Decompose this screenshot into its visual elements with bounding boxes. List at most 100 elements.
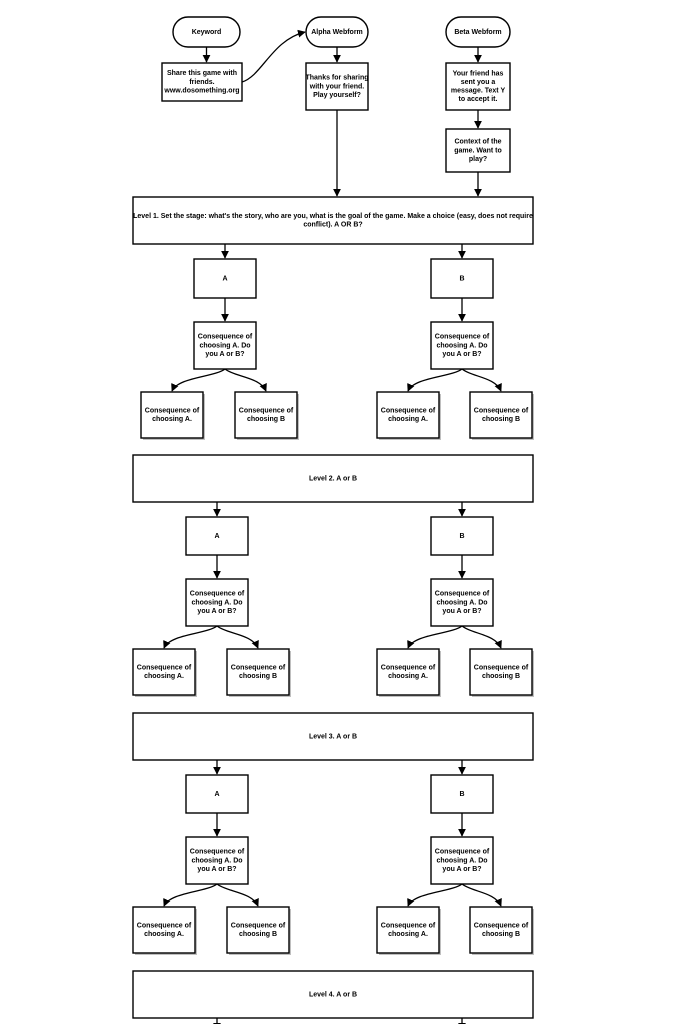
level2-b-edge-followup-to-leaf-a	[407, 625, 463, 649]
level-3-box-text: Level 3. A or B	[309, 733, 357, 740]
level2-b-leaf-a-box-text: choosing A.	[388, 673, 428, 680]
friend-message-box-text: message. Text Y	[451, 88, 506, 95]
level3-b-leaf-b-box-text: Consequence of	[474, 923, 529, 930]
level2-a-followup-box-text: Consequence of	[190, 591, 245, 598]
friend-message-box-text: Your friend has	[453, 70, 504, 77]
level3-b-edge-followup-to-leaf-a	[407, 883, 463, 907]
level2-b-leaf-b-box-text: Consequence of	[474, 665, 529, 672]
level2-a-leaf-b-box-text: Consequence of	[231, 665, 286, 672]
level3-b-choice-box-text: B	[459, 791, 464, 798]
start-keyword: Keyword	[172, 16, 241, 48]
level1-b-followup-box-text: Consequence of	[435, 334, 490, 341]
level1-b-leaf-b-box-text: Consequence of	[474, 408, 529, 415]
level2-a-leaf-a-box-text: choosing A.	[144, 673, 184, 680]
level-1-box: Level 1. Set the stage: what's the story…	[132, 196, 534, 245]
share-game-box: Share this game withfriends.www.dosometh…	[161, 62, 243, 102]
level-2-box: Level 2. A or B	[132, 454, 534, 503]
level1-a-followup-box-text: Consequence of	[198, 334, 253, 341]
level3-b-edge-followup-to-leaf-b	[461, 883, 502, 907]
start-beta-webform-text: Beta Webform	[454, 29, 501, 36]
share-game-box-text: www.dosomething.org	[163, 87, 239, 94]
level2-a-edge-followup-to-leaf-b	[216, 625, 259, 649]
level2-a-leaf-a-box-text: Consequence of	[137, 665, 192, 672]
level1-b-followup-box-text: choosing A. Do	[436, 342, 487, 349]
start-beta-webform: Beta Webform	[445, 16, 511, 48]
level3-b-followup-box-text: Consequence of	[435, 849, 490, 856]
game-context-box-text: game. Want to	[454, 147, 502, 154]
level2-b-choice-box-text: B	[459, 533, 464, 540]
level2-b-followup-box-text: you A or B?	[442, 608, 481, 615]
level1-a-choice-box: A	[193, 258, 257, 299]
level3-b-followup-box-text: choosing A. Do	[436, 857, 487, 864]
level3-a-edge-followup-to-leaf-a	[163, 883, 218, 907]
level1-b-leaf-a-box-text: choosing A.	[388, 416, 428, 423]
level1-a-followup-box-text: you A or B?	[205, 351, 244, 358]
level1-a-leaf-b-box-text: Consequence of	[239, 408, 294, 415]
level3-a-followup-box-text: choosing A. Do	[191, 857, 242, 864]
level3-a-leaf-b-box-text: Consequence of	[231, 923, 286, 930]
level-4-box: Level 4. A or B	[132, 970, 534, 1019]
start-keyword-text: Keyword	[192, 29, 222, 36]
level1-a-edge-followup-to-leaf-b	[224, 368, 267, 392]
level3-a-followup-box-text: you A or B?	[197, 866, 236, 873]
level3-b-leaf-a-box-text: Consequence of	[381, 923, 436, 930]
level3-a-followup-box-text: Consequence of	[190, 849, 245, 856]
level-4-box-text: Level 4. A or B	[309, 991, 357, 998]
level2-b-edge-followup-to-leaf-b	[461, 625, 502, 649]
thanks-sharing-box-text: Thanks for sharing	[305, 75, 368, 82]
level3-b-leaf-b-box-text: choosing B	[482, 931, 520, 938]
level2-a-choice-box: A	[185, 516, 249, 556]
level1-b-leaf-b-box-text: choosing B	[482, 416, 520, 423]
level2-b-choice-box: B	[430, 516, 494, 556]
level2-b-followup-box-text: choosing A. Do	[436, 599, 487, 606]
level1-b-choice-box: B	[430, 258, 494, 299]
level1-b-edge-followup-to-leaf-a	[407, 368, 463, 392]
level3-b-leaf-a-box-text: choosing A.	[388, 931, 428, 938]
level3-a-edge-followup-to-leaf-b	[216, 883, 259, 907]
level-1-box-text: conflict). A OR B?	[303, 222, 362, 229]
level1-a-followup-box-text: choosing A. Do	[199, 342, 250, 349]
level2-b-followup-box-text: Consequence of	[435, 591, 490, 598]
level2-a-leaf-b-box-text: choosing B	[239, 673, 277, 680]
share-game-box-text: friends.	[189, 79, 214, 86]
level1-b-choice-box-text: B	[459, 275, 464, 282]
level3-b-followup-box-text: you A or B?	[442, 866, 481, 873]
level3-a-choice-box-text: A	[214, 791, 219, 798]
friend-message-box-text: sent you a	[461, 79, 496, 86]
level3-b-choice-box: B	[430, 774, 494, 814]
level-1-box-text: Level 1. Set the stage: what's the story…	[133, 213, 533, 220]
game-context-box-text: play?	[469, 156, 487, 163]
game-context-box-text: Context of the	[454, 139, 501, 146]
level2-b-leaf-a-box-text: Consequence of	[381, 665, 436, 672]
level1-b-followup-box-text: you A or B?	[442, 351, 481, 358]
edge-share-to-alpha	[241, 29, 306, 83]
level1-a-leaf-a-box-text: Consequence of	[145, 408, 200, 415]
level1-a-leaf-a-box-text: choosing A.	[152, 416, 192, 423]
friend-message-box: Your friend has sent you a message. Text Y…	[445, 62, 511, 111]
level3-a-choice-box: A	[185, 774, 249, 814]
level2-a-choice-box-text: A	[214, 533, 219, 540]
level1-a-leaf-b-box-text: choosing B	[247, 416, 285, 423]
level1-b-leaf-a-box-text: Consequence of	[381, 408, 436, 415]
friend-message-box-text: to accept it.	[459, 96, 498, 103]
level3-a-leaf-b-box-text: choosing B	[239, 931, 277, 938]
start-alpha-webform: Alpha Webform	[305, 16, 369, 48]
start-alpha-webform-text: Alpha Webform	[311, 29, 363, 36]
level1-a-edge-followup-to-leaf-a	[171, 368, 226, 392]
level2-a-edge-followup-to-leaf-a	[163, 625, 218, 649]
